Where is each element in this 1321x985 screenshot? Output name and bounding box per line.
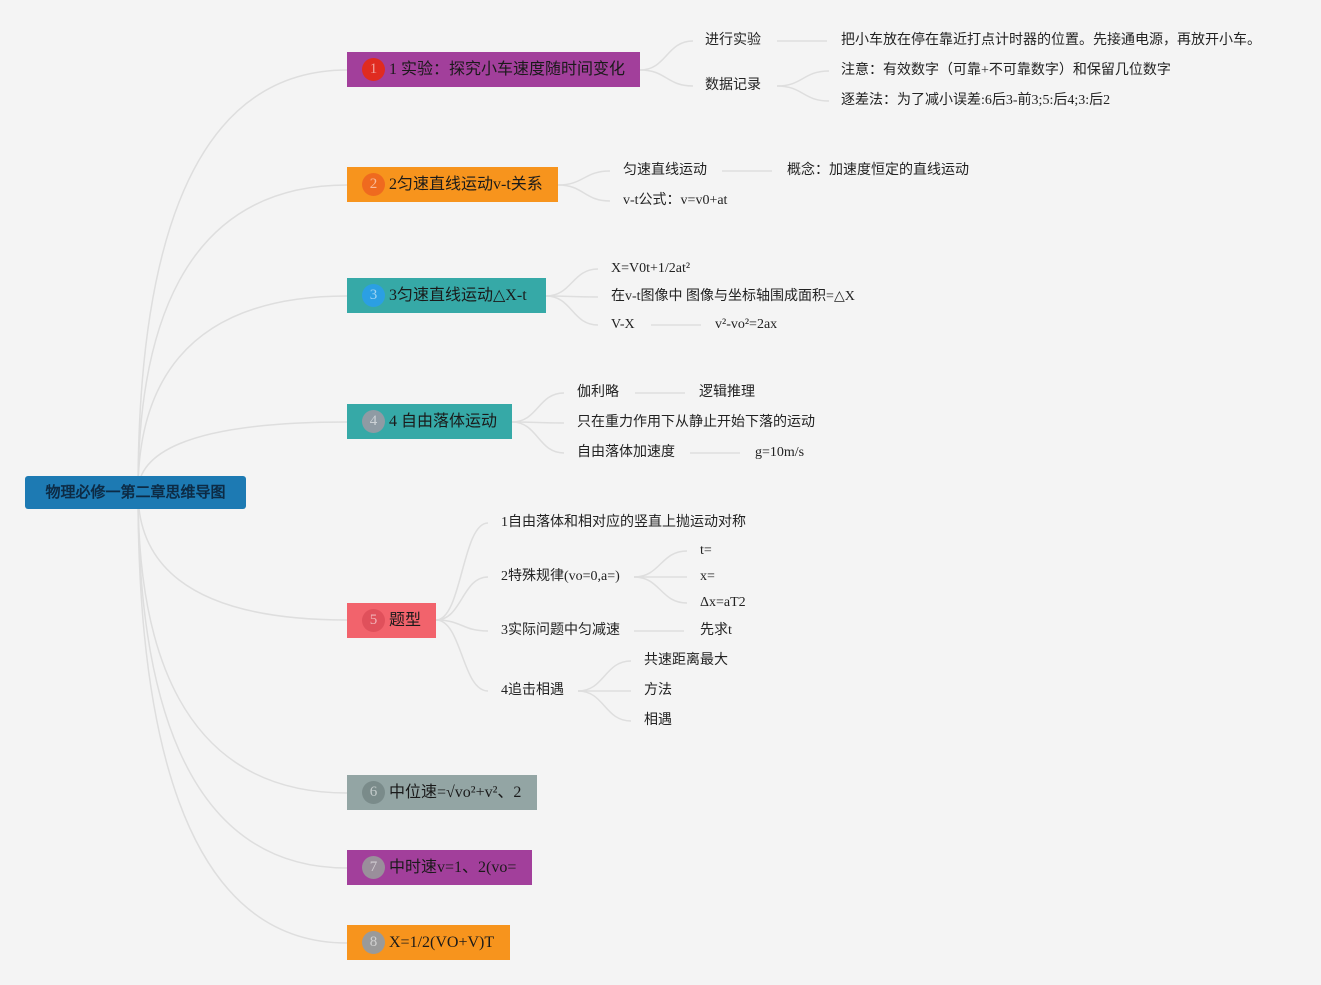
b4-to-galileo (511, 392, 565, 423)
branch-node-6[interactable]: 6 中位速=√vo²+v²、2 (347, 775, 537, 810)
root-to-branch-2 (137, 184, 348, 493)
branch-label-3: 3匀速直线运动△X-t (389, 287, 527, 304)
leaf-q2-t[interactable]: t= (700, 543, 712, 558)
leaf-q2-dx[interactable]: Δx=aT2 (700, 595, 746, 610)
b5-to-q2 (435, 576, 489, 621)
branch-label-6: 中位速=√vo²+v²、2 (389, 784, 522, 801)
b5-to-q4 (435, 619, 489, 692)
q4-to-c (577, 690, 632, 722)
leaf-q4-b[interactable]: 方法 (644, 683, 672, 698)
b2-to-formula (557, 184, 611, 202)
branch-label-1: 1 实验：探究小车速度随时间变化 (389, 61, 626, 78)
leaf-q3-first[interactable]: 先求t (700, 623, 732, 638)
leaf-vt-formula[interactable]: v-t公式：v=v0+at (623, 193, 728, 208)
leaf-vx[interactable]: V-X (611, 317, 635, 332)
branch-node-1[interactable]: 1 1 实验：探究小车速度随时间变化 (347, 52, 640, 87)
leaf-g-value[interactable]: g=10m/s (755, 445, 805, 460)
branch-node-5[interactable]: 5 题型 (347, 603, 436, 638)
leaf-freefall-acc[interactable]: 自由落体加速度 (577, 445, 675, 460)
b3-to-vx (545, 295, 599, 326)
branch-label-8: X=1/2(VO+V)T (389, 934, 495, 951)
branch-node-4[interactable]: 4 4 自由落体运动 (347, 404, 512, 439)
branch-badge-5: 5 (362, 609, 385, 632)
root-to-branch-7 (137, 491, 348, 869)
leaf-galileo[interactable]: 伽利略 (577, 385, 619, 400)
leaf-zhucha-fa[interactable]: 逐差法：为了减小误差:6后3-前3;5:后4;3:后2 (841, 93, 1111, 108)
leaf-x-formula[interactable]: X=V0t+1/2at² (611, 261, 691, 276)
branch-label-5: 题型 (389, 612, 422, 629)
leaf-vt-area[interactable]: 在v-t图像中 图像与坐标轴围成面积=△X (611, 289, 855, 304)
leaf-jinxing-detail[interactable]: 把小车放在停在靠近打点计时器的位置。先接通电源，再放开小车。 (841, 33, 1261, 48)
root-to-branch-3 (137, 295, 348, 493)
leaf-jinxing-shiyan[interactable]: 进行实验 (705, 33, 761, 48)
shuju-to-zhucha (776, 85, 830, 102)
q4-to-a (577, 660, 632, 692)
leaf-question-4[interactable]: 4追击相遇 (501, 683, 564, 698)
leaf-freefall-def[interactable]: 只在重力作用下从静止开始下落的运动 (577, 415, 815, 430)
root-to-branch-5 (137, 491, 348, 621)
branch-badge-1: 1 (362, 58, 385, 81)
b5-to-q3 (435, 619, 489, 632)
q2-to-dx (633, 576, 688, 604)
shuju-to-note (776, 70, 830, 87)
b1-to-jinxing (639, 40, 694, 71)
branch-node-3[interactable]: 3 3匀速直线运动△X-t (347, 278, 546, 313)
leaf-vx-formula[interactable]: v²-vo²=2ax (715, 317, 778, 332)
leaf-shuju-jilu[interactable]: 数据记录 (705, 78, 761, 93)
branch-node-2[interactable]: 2 2匀速直线运动v-t关系 (347, 167, 558, 202)
root-to-branch-1 (137, 69, 348, 493)
branch-label-4: 4 自由落体运动 (389, 413, 498, 430)
leaf-logic[interactable]: 逻辑推理 (699, 385, 755, 400)
root-to-branch-8 (137, 491, 348, 944)
branch-badge-8: 8 (362, 931, 385, 954)
leaf-q4-c[interactable]: 相遇 (644, 713, 672, 728)
branch-badge-3: 3 (362, 284, 385, 307)
branch-node-8[interactable]: 8 X=1/2(VO+V)T (347, 925, 510, 960)
q2-to-t (633, 550, 688, 578)
branch-badge-2: 2 (362, 173, 385, 196)
b1-to-shuju (639, 69, 694, 87)
leaf-question-1[interactable]: 1自由落体和相对应的竖直上抛运动对称 (501, 515, 746, 530)
b5-to-q1 (435, 522, 489, 621)
leaf-q2-x[interactable]: x= (700, 569, 715, 584)
branch-badge-6: 6 (362, 781, 385, 804)
branch-badge-7: 7 (362, 856, 385, 879)
b4-to-acc (511, 421, 565, 454)
b2-to-yunsu (557, 170, 611, 186)
b3-to-x (545, 268, 599, 297)
leaf-gainian[interactable]: 概念：加速度恒定的直线运动 (787, 163, 969, 178)
branch-label-7: 中时速v=1、2(vo= (389, 859, 517, 876)
root-node[interactable]: 物理必修一第二章思维导图 (25, 476, 246, 509)
leaf-yunsu-zhixian[interactable]: 匀速直线运动 (623, 163, 707, 178)
branch-label-2: 2匀速直线运动v-t关系 (389, 176, 543, 193)
root-to-branch-6 (137, 491, 348, 794)
leaf-question-2[interactable]: 2特殊规律(vo=0,a=) (501, 569, 620, 584)
leaf-question-3[interactable]: 3实际问题中匀减速 (501, 623, 620, 638)
leaf-youxiao-shuzi[interactable]: 注意：有效数字（可靠+不可靠数字）和保留几位数字 (841, 63, 1171, 78)
branch-badge-4: 4 (362, 410, 385, 433)
branch-node-7[interactable]: 7 中时速v=1、2(vo= (347, 850, 532, 885)
leaf-q4-a[interactable]: 共速距离最大 (644, 653, 728, 668)
